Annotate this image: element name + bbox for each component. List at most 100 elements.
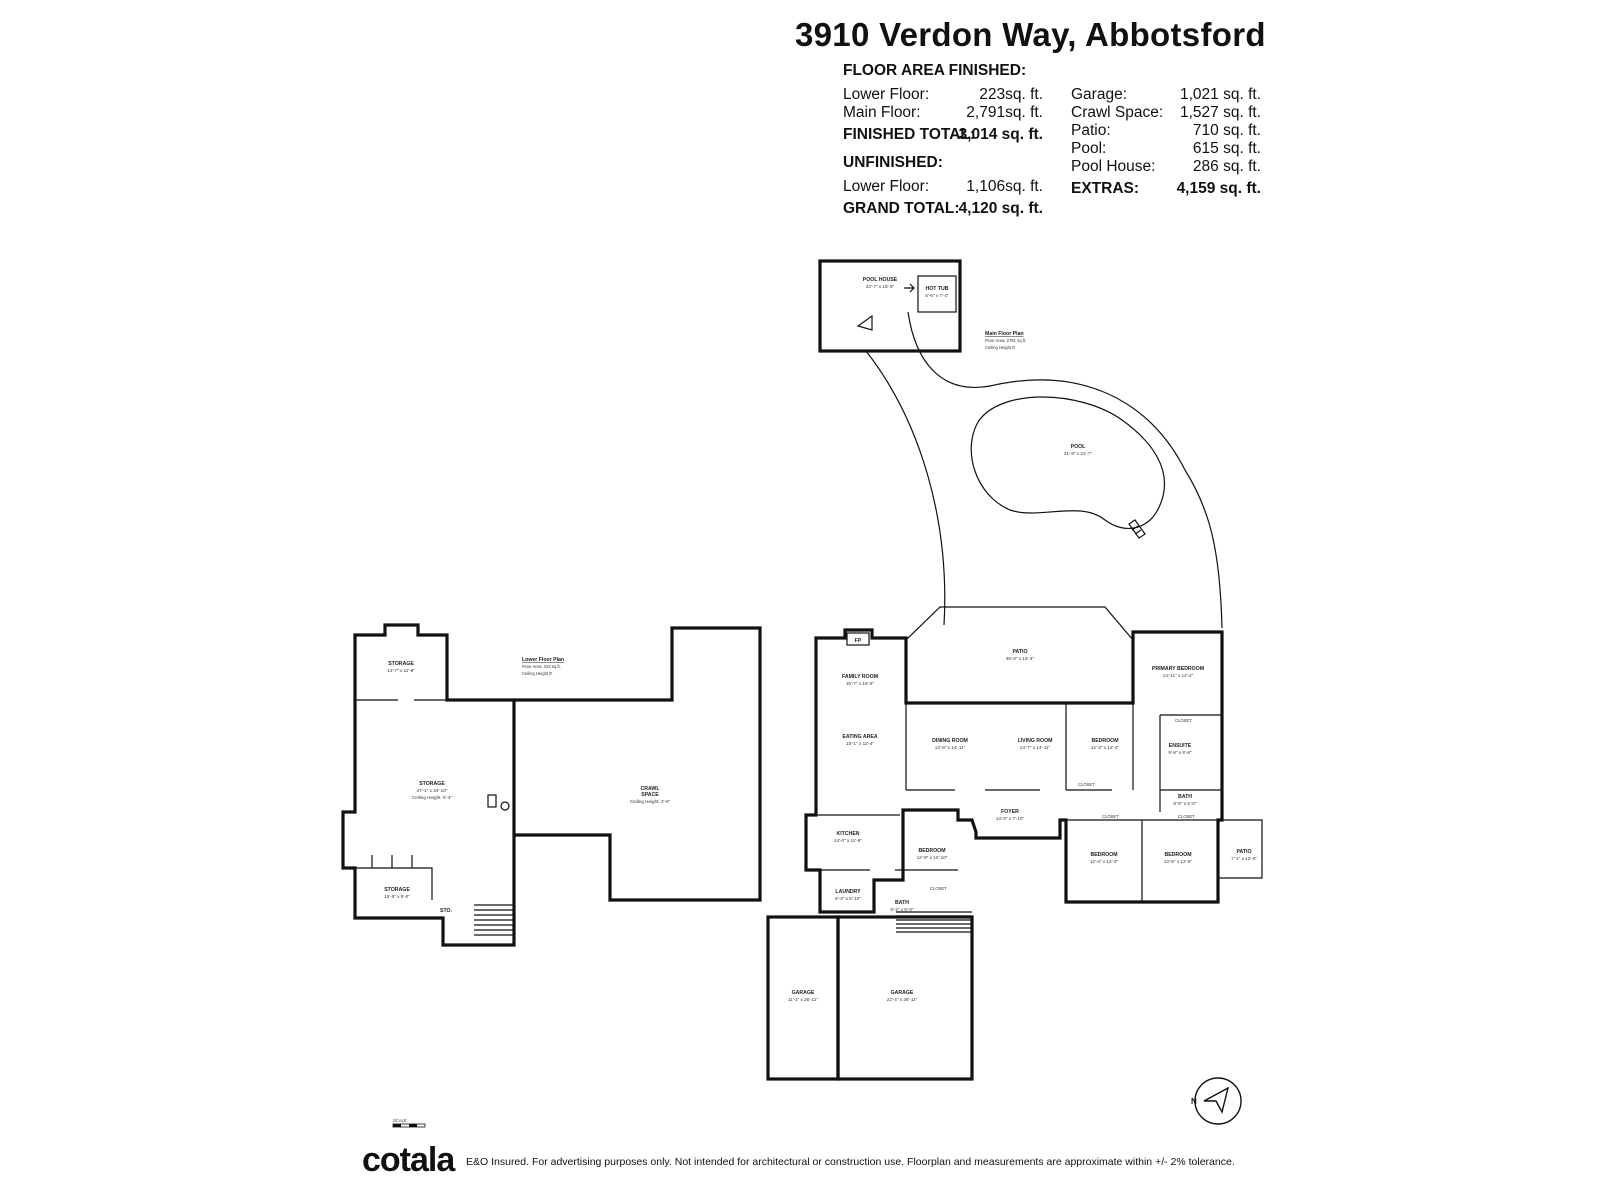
sto-name: STO. — [440, 908, 453, 914]
property-title: 3910 Verdon Way, Abbotsford — [795, 16, 1266, 53]
storage-bottom-name: STORAGE — [384, 887, 410, 893]
fireplace-label: FP — [855, 638, 862, 644]
bath-2-dim: 8'-2" x 5'-0" — [890, 907, 914, 912]
garage-label: Garage: — [1071, 86, 1128, 103]
main-interior-walls — [816, 703, 1222, 902]
bedroom-3-name: BEDROOM — [1090, 852, 1117, 858]
crawl-space-walls — [514, 626, 762, 902]
kitchen-name: KITCHEN — [836, 831, 859, 837]
extras-value: 4,159 sq. ft. — [1176, 180, 1261, 197]
bedroom-4-name: BEDROOM — [1164, 852, 1191, 858]
pool-value: 615 sq. ft. — [1192, 140, 1261, 157]
hot-tub-name: HOT TUB — [925, 286, 948, 292]
unfinished-lower-value: 1,106sq. ft. — [966, 178, 1043, 195]
pool-house-door-icon — [856, 314, 873, 331]
lower-floor-label: Lower Floor: — [843, 86, 930, 103]
hot-tub-dim: 5'-6" x 7'-4" — [925, 293, 949, 298]
unfinished-lower-label: Lower Floor: — [843, 178, 930, 195]
garage-1-dim: 11'-1" x 26'-11" — [788, 997, 818, 1002]
crawl-space-value: 1,527 sq. ft. — [1180, 104, 1261, 121]
storage-main-name: STORAGE — [419, 781, 445, 787]
primary-bedroom-name: PRIMARY BEDROOM — [1152, 666, 1204, 672]
main-stairs-icon — [896, 911, 972, 933]
lower-plan-title: Lower Floor Plan — [522, 657, 564, 663]
bath-1-name: BATH — [1178, 794, 1192, 800]
crawl-name: CRAWL — [640, 786, 660, 792]
eating-area-name: EATING AREA — [842, 734, 877, 740]
main-plan-area: Floor Area: 2791 sq.ft. — [985, 338, 1026, 343]
kitchen-dim: 14'-0" x 11'-6" — [834, 838, 862, 843]
patio-2-dim: 7'-1" x 12'-0" — [1231, 856, 1257, 861]
lower-plan-area: Floor Area: 223 sq.ft. — [522, 664, 561, 669]
foyer-dim: 14'-0" x 7'-10" — [996, 816, 1025, 821]
living-room-name: LIVING ROOM — [1018, 738, 1053, 744]
pool-house-walls — [818, 259, 962, 353]
patio-name: PATIO — [1012, 649, 1027, 655]
closet-label-4: CLOSET — [1178, 814, 1195, 819]
pool-label: Pool: — [1071, 140, 1107, 157]
yard-outline — [865, 311, 1223, 629]
garage-value: 1,021 sq. ft. — [1180, 86, 1261, 103]
bedroom-3-dim: 12'-4" x 12'-3" — [1090, 859, 1119, 864]
patio-2-name: PATIO — [1236, 849, 1251, 855]
main-floor-value: 2,791sq. ft. — [966, 104, 1043, 121]
garage-1-name: GARAGE — [792, 990, 815, 996]
dining-room-dim: 13'-8" x 14'-11" — [935, 745, 966, 750]
foyer-name: FOYER — [1001, 809, 1019, 815]
storage-main-dim: 27'-1" x 34'-10" — [417, 788, 448, 793]
grand-total-label: GRAND TOTAL: — [843, 200, 960, 217]
lower-utility-box — [487, 794, 497, 808]
compass-icon: N — [1191, 1077, 1242, 1125]
scale-label: SCALE — [393, 1118, 407, 1123]
grand-total-value: 4,120 sq. ft. — [958, 200, 1043, 217]
lower-storage-walls — [341, 623, 516, 947]
closet-label-1: CLOSET — [1175, 718, 1192, 723]
ensuite-name: ENSUITE — [1169, 743, 1192, 749]
main-floor-plan: POOL HOUSE 23'-7" x 15'-3" HOT TUB 5'-6"… — [766, 259, 1263, 1081]
patio-2-outline — [1218, 819, 1263, 879]
patio-outline — [905, 606, 1134, 641]
closet-label-3: CLOSET — [1102, 814, 1119, 819]
crawl-name-2: SPACE — [641, 792, 659, 798]
main-floor-label: Main Floor: — [843, 104, 921, 121]
bath-2-name: BATH — [895, 900, 909, 906]
patio-value: 710 sq. ft. — [1192, 122, 1261, 139]
bedroom-4-dim: 13'-5" x 12'-6" — [1164, 859, 1193, 864]
closet-label-5: CLOSET — [930, 886, 947, 891]
crawl-ceiling: Ceiling Height: 2'-9" — [630, 799, 671, 804]
bedroom-2-dim: 12'-9" x 12'-10" — [917, 855, 948, 860]
bedroom-1-name: BEDROOM — [1091, 738, 1118, 744]
pool-house-dim: 23'-7" x 15'-3" — [866, 284, 895, 289]
hot-tub-arrow-icon — [904, 283, 915, 293]
main-house-walls — [804, 628, 1224, 914]
garage-2-dim: 22'-4" x 26'-11" — [887, 997, 918, 1002]
lower-floor-plan: Lower Floor Plan Floor Area: 223 sq.ft. … — [341, 623, 762, 947]
laundry-dim: 8'-3" x 8'-10" — [835, 896, 861, 901]
main-plan-ceiling: Ceiling Height 8' — [985, 345, 1016, 350]
storage-bottom-dim: 15'-6" x 9'-0" — [384, 894, 410, 899]
unfinished-header: UNFINISHED: — [843, 154, 943, 171]
disclaimer-text: E&O Insured. For advertising purposes on… — [466, 1156, 1235, 1168]
lower-drain-icon — [500, 801, 510, 811]
scale-bar: SCALE — [392, 1118, 426, 1128]
family-room-name: FAMILY ROOM — [842, 674, 878, 680]
storage-top-dim: 14'-7" x 11'-8" — [387, 668, 415, 673]
bedroom-2-name: BEDROOM — [918, 848, 945, 854]
eating-area-dim: 15'-1" x 11'-4" — [846, 741, 874, 746]
lower-stairs-icon — [474, 904, 514, 936]
laundry-name: LAUNDRY — [835, 889, 861, 895]
patio-dim: 39'-0" x 16'-4" — [1006, 656, 1035, 661]
storage-main-ceiling: Ceiling Height: 6'-4" — [412, 795, 453, 800]
fireplace-box — [846, 632, 870, 646]
dining-room-name: DINING ROOM — [932, 738, 968, 744]
finished-total-value: 3,014 sq. ft. — [958, 126, 1043, 143]
family-room-dim: 15'-7" x 16'-5" — [846, 681, 875, 686]
pool-outline — [970, 396, 1166, 529]
pool-steps-icon — [1128, 519, 1146, 539]
pool-dim: 31'-8" x 21'-7" — [1064, 451, 1093, 456]
bath-1-dim: 9'-6" x 5'-0" — [1173, 801, 1197, 806]
bedroom-1-dim: 12'-2" x 12'-4" — [1091, 745, 1120, 750]
living-room-dim: 14'-7" x 14'-11" — [1020, 745, 1051, 750]
pool-house-label: Pool House: — [1071, 158, 1156, 175]
